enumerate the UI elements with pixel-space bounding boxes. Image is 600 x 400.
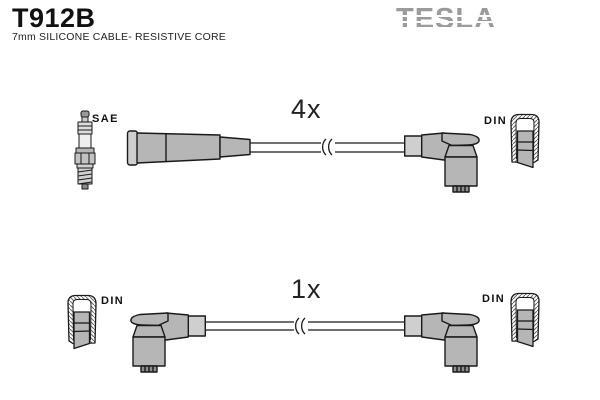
part-number: T912B	[12, 3, 96, 33]
cable-top	[250, 138, 406, 156]
din-label-bottom-left: DIN	[101, 295, 125, 307]
elbow-boot-icon	[130, 312, 206, 373]
logo-stripe	[396, 15, 494, 17]
top-quantity-label: 4x	[291, 94, 322, 124]
bottom-quantity-label: 1x	[291, 274, 322, 304]
tesla-logo: TESLA	[396, 3, 500, 35]
cable-break-icon	[321, 138, 333, 156]
cable-bottom	[205, 317, 404, 335]
elbow-boot-icon	[404, 132, 480, 193]
elbow-boot-icon	[404, 312, 480, 373]
product-subtitle: 7mm SILICONE CABLE- RESISTIVE CORE	[12, 31, 226, 43]
spark-plug-icon	[74, 110, 96, 190]
cable-break-icon	[294, 317, 306, 335]
din-connector-cap-icon	[510, 113, 540, 169]
din-label-top-right: DIN	[484, 115, 508, 127]
din-connector-cap-icon	[67, 294, 97, 350]
logo-stripe	[396, 27, 494, 29]
logo-stripe	[396, 21, 494, 23]
din-label-bottom-right: DIN	[482, 293, 506, 305]
tesla-logo-text: TESLA	[396, 3, 497, 35]
sae-label: SAE	[92, 113, 119, 125]
straight-boot-icon	[126, 130, 251, 166]
din-connector-cap-icon	[510, 292, 540, 348]
